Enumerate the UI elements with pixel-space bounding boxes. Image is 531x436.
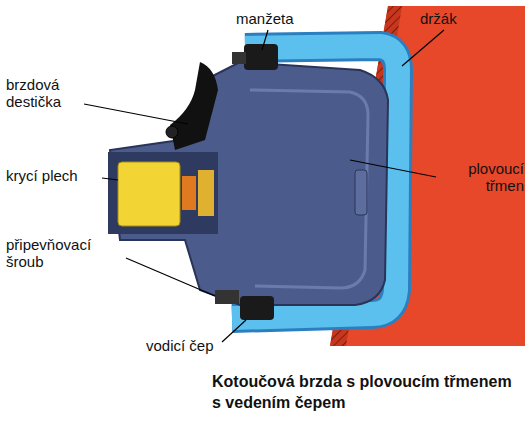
brake-pad [170,62,218,150]
boot-top [244,44,278,70]
caption: Kotoučová brzda s plovoucím třmenem s ve… [212,372,522,414]
boot-bottom [240,296,274,320]
bolt-head [166,126,178,138]
bolt-bottom [215,290,239,304]
part-label: vodicí čep [146,337,246,354]
part-label: držák [420,10,490,27]
leader-line [402,30,444,66]
cover-plate [108,152,218,234]
part-label: plovoucí třmen [438,160,524,195]
part-label: připevňovací šroub [6,236,116,271]
leader-line [350,160,436,177]
piston-part [198,170,214,216]
part-label: krycí plech [6,167,106,184]
leader-line [102,178,118,180]
leader-line [222,320,246,342]
pin-top [232,52,246,64]
leader-line [126,258,215,296]
caliper-slot [355,170,367,215]
part-label: manžeta [236,10,316,27]
piston [118,162,180,226]
caliper-ridge [250,90,368,288]
piston-seal [182,176,196,210]
leader-line [262,30,268,50]
caliper-body [110,62,388,305]
part-label: brzdová destička [6,76,86,111]
leader-line [84,104,188,124]
